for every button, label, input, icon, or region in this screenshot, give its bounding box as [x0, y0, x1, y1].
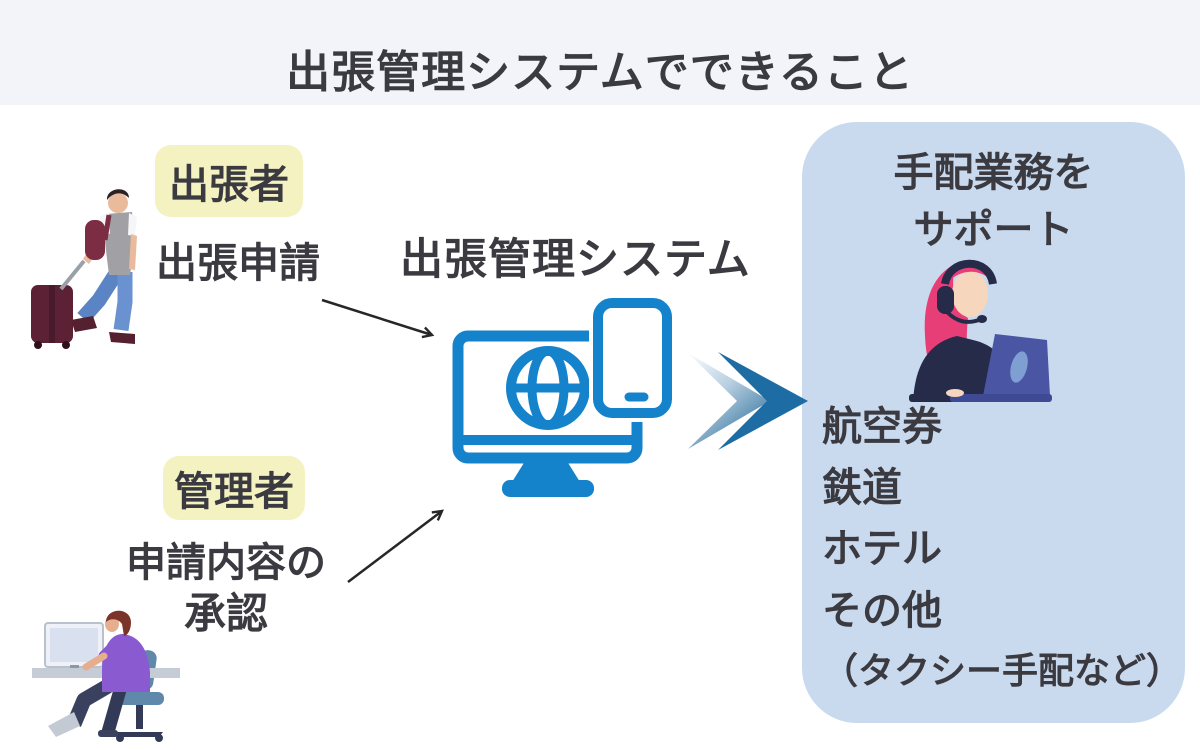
jeans-leg	[77, 267, 124, 323]
monitor-stand	[512, 458, 580, 482]
traveler-badge: 出張者	[155, 145, 303, 217]
support-item-hotel: ホテル	[822, 527, 942, 571]
support-item-rail: 鉄道	[822, 466, 902, 510]
legs	[67, 679, 112, 727]
hair	[106, 189, 129, 200]
arrow-traveler-to-system	[321, 298, 435, 339]
shirt	[102, 634, 150, 692]
support-item-other-note: （タクシー手配など）	[822, 650, 1183, 691]
support-item-other: その他	[822, 589, 942, 633]
hair	[106, 610, 131, 636]
manager-action-label: 申請内容の 承認	[98, 541, 354, 637]
headset-earcup	[937, 286, 954, 314]
chevron-solid	[718, 352, 808, 450]
shoe	[71, 316, 97, 332]
double-chevron-icon	[688, 352, 808, 450]
traveler-illustration	[31, 189, 137, 349]
smartphone-icon	[593, 298, 672, 418]
face	[952, 271, 988, 317]
arrow-manager-to-system	[347, 509, 444, 583]
page-title: 出張管理システムでできること	[286, 48, 914, 97]
support-panel	[802, 122, 1185, 723]
panel-heading-line2: サポート	[913, 208, 1074, 252]
headset-mic	[977, 315, 987, 323]
header-band	[0, 0, 1200, 105]
vest	[105, 212, 135, 275]
panel-heading-line1: 手配業務を	[893, 151, 1094, 195]
traveler-action-label: 出張申請	[156, 240, 320, 286]
head	[108, 193, 128, 213]
shoe	[48, 712, 80, 737]
manager-badge: 管理者	[163, 456, 305, 520]
manager-action-line2: 承認	[183, 590, 268, 637]
support-agent-illustration	[909, 259, 1052, 402]
headset-band	[941, 259, 997, 286]
manager-illustration	[32, 610, 180, 742]
suitcase-handle	[59, 259, 86, 291]
headset-mic-boom	[945, 310, 980, 324]
hand	[946, 389, 964, 397]
monitor-globe-smartphone-icon	[452, 293, 678, 497]
chevron-gradient	[688, 353, 770, 449]
chair-seat	[118, 692, 164, 705]
backpack	[85, 220, 105, 260]
system-title: 出張管理システム	[400, 236, 751, 284]
support-item-flight: 航空券	[822, 405, 942, 449]
manager-action-line1: 申請内容の	[126, 541, 326, 585]
arm	[82, 652, 108, 671]
